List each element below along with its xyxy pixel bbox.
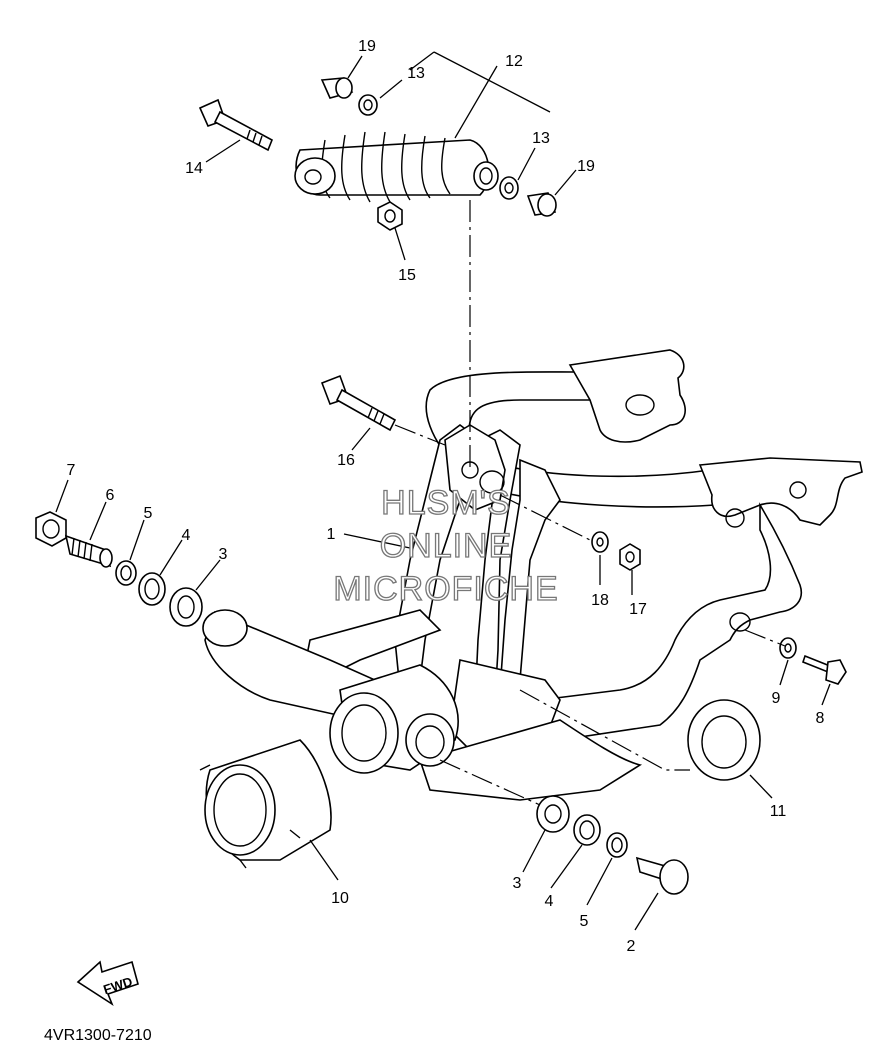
hardware-parts [35, 77, 847, 895]
part-label: 13 [407, 65, 425, 82]
part-label: 3 [513, 875, 522, 892]
watermark-line-3: MICROFICHE [333, 570, 558, 608]
part-label: 13 [532, 130, 550, 147]
watermark-line-2: ONLINE [380, 527, 513, 565]
part-label: 19 [577, 158, 595, 175]
watermark: HLSM'S ONLINE MICROFICHE [333, 483, 559, 608]
watermark-line-1: HLSM'S [381, 484, 511, 522]
part-label: 5 [144, 505, 153, 522]
leader-lines [55, 51, 831, 931]
part-label: 12 [505, 53, 523, 70]
part-label: 3 [219, 546, 228, 563]
part-label: 6 [106, 487, 115, 504]
part-label: 7 [67, 462, 76, 479]
part-label: 16 [337, 452, 355, 469]
part-label: 4 [182, 527, 191, 544]
part-label: 9 [772, 690, 781, 707]
diagram-reference-code: 4VR1300-7210 [44, 1027, 152, 1044]
frame-drawing [202, 349, 863, 801]
part-label: 1 [327, 526, 336, 543]
center-lines [394, 200, 786, 806]
part-label: 5 [580, 913, 589, 930]
part-label: 2 [627, 938, 636, 955]
part-label: 11 [770, 803, 787, 820]
part-label: 10 [331, 890, 349, 907]
part-label: 15 [398, 267, 416, 284]
part-label: 17 [629, 601, 647, 618]
part-label: 4 [545, 893, 554, 910]
part-label: 14 [185, 160, 203, 177]
fwd-arrow-icon: FWD [76, 960, 139, 1007]
part-label: 18 [591, 592, 609, 609]
part-label: 19 [358, 38, 376, 55]
shock-absorber [294, 131, 499, 203]
part-labels: 19 13 12 13 19 14 15 16 7 6 5 4 3 1 18 1… [67, 38, 825, 955]
part-label: 8 [816, 710, 825, 727]
